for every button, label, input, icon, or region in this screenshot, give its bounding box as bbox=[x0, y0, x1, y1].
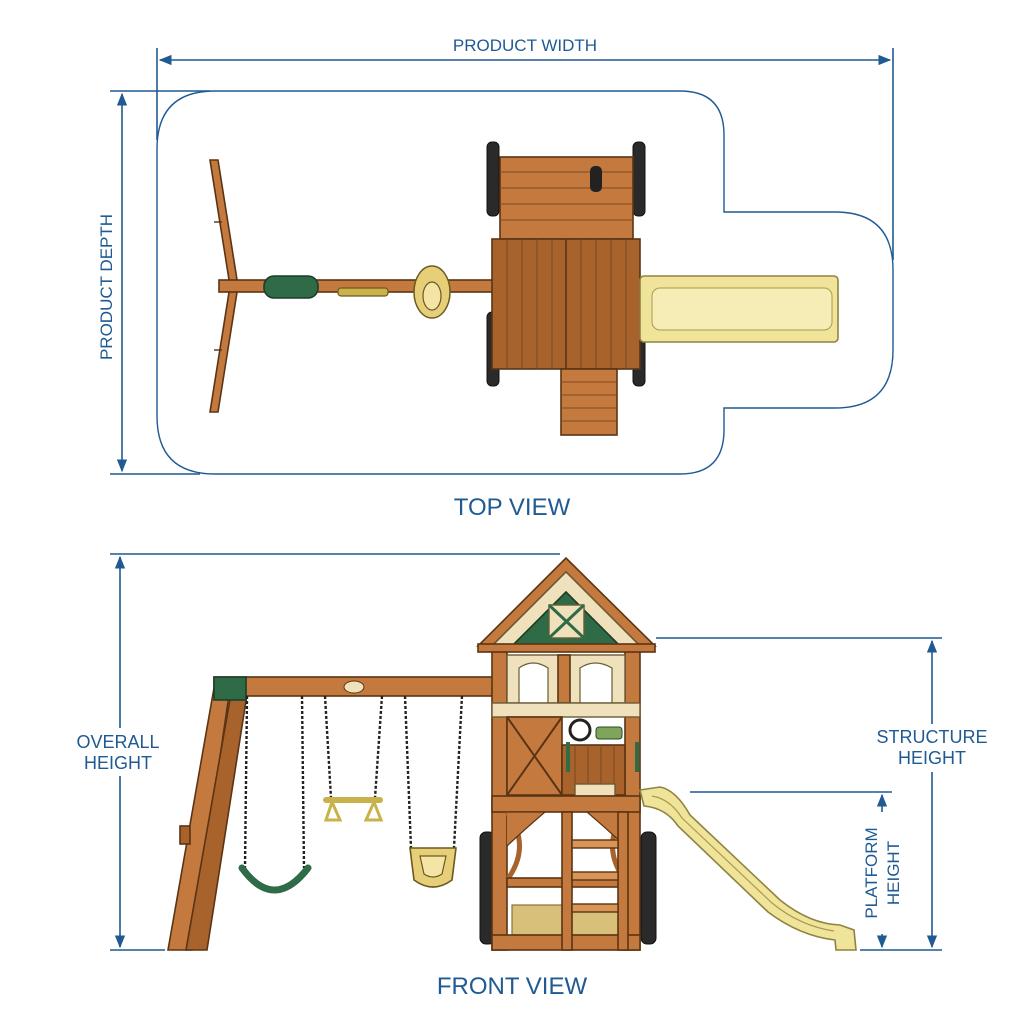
platform-height-dimension: PLATFORM HEIGHT bbox=[690, 791, 910, 949]
front-view-swing-frame bbox=[167, 676, 497, 951]
front-view-gable-window bbox=[547, 603, 586, 640]
front-view-beam-badge bbox=[343, 680, 365, 694]
top-view-periscope bbox=[590, 166, 602, 192]
overall-height-label-line2: HEIGHT bbox=[84, 753, 152, 773]
top-view-toddler-swing bbox=[413, 265, 451, 319]
front-view-roof-eave bbox=[477, 643, 656, 653]
top-view: PRODUCT WIDTH PRODUCT DEPTH bbox=[97, 36, 894, 521]
top-view-deck bbox=[491, 238, 641, 370]
top-view-title: TOP VIEW bbox=[454, 494, 571, 521]
product-width-dimension: PRODUCT WIDTH bbox=[156, 36, 894, 260]
front-view-upper-deck bbox=[491, 654, 641, 813]
platform-height-label-line2: HEIGHT bbox=[884, 841, 903, 905]
steering-wheel-icon bbox=[568, 718, 592, 742]
front-view-belt-swing bbox=[238, 695, 312, 894]
top-view-slide bbox=[639, 275, 839, 343]
top-view-ladder bbox=[560, 368, 618, 436]
overall-height-label-line1: OVERALL bbox=[76, 732, 159, 752]
front-view-tower-roof bbox=[476, 556, 657, 653]
front-view-nameplate bbox=[595, 726, 623, 740]
product-depth-dimension: PRODUCT DEPTH bbox=[97, 90, 210, 475]
front-view-trapeze-bar bbox=[323, 695, 384, 822]
top-view-belt-swing bbox=[263, 275, 319, 299]
structure-height-label-line2: HEIGHT bbox=[898, 748, 966, 768]
front-view-title: FRONT VIEW bbox=[437, 973, 588, 1000]
front-view-toddler-swing bbox=[403, 695, 464, 888]
overall-height-dimension: OVERALL HEIGHT bbox=[64, 553, 560, 951]
product-depth-label: PRODUCT DEPTH bbox=[97, 214, 116, 360]
top-view-tower-roof bbox=[499, 156, 634, 240]
product-width-label: PRODUCT WIDTH bbox=[453, 36, 597, 55]
platform-height-label-line1: PLATFORM bbox=[862, 827, 881, 918]
top-view-trapeze-bar bbox=[337, 287, 389, 297]
structure-height-label-line1: STRUCTURE bbox=[877, 727, 988, 747]
front-view: OVERALL HEIGHT bbox=[64, 553, 998, 1000]
front-view-slide bbox=[639, 786, 857, 951]
front-view-ladder bbox=[561, 811, 629, 951]
top-view-safety-zone-outline bbox=[156, 90, 894, 475]
structure-height-dimension: STRUCTURE HEIGHT bbox=[656, 637, 998, 951]
